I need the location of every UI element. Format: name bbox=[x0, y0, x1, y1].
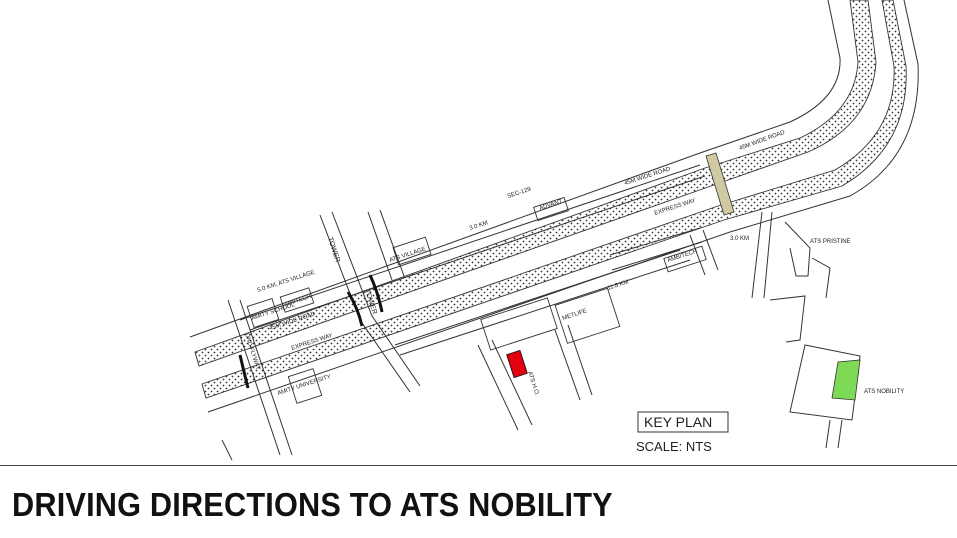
expressway-median-lower bbox=[201, 0, 907, 399]
local-roads-right bbox=[751, 211, 861, 449]
ats-ho-building bbox=[506, 349, 528, 379]
road-edges bbox=[189, 0, 919, 413]
scale-label: SCALE: NTS bbox=[636, 439, 712, 454]
page-title: DRIVING DIRECTIONS TO ATS NOBILITY bbox=[12, 486, 613, 523]
blocks bbox=[246, 196, 707, 404]
label-dist-3km-top: 3.0 KM bbox=[469, 220, 489, 232]
tower-markers bbox=[238, 274, 384, 389]
label-dist-ats-village: 5.0 KM, ATS VILLAGE bbox=[257, 270, 316, 294]
label-unitech: UNITECH bbox=[285, 294, 312, 308]
label-ats-ho: ATS H.O. bbox=[526, 371, 540, 397]
bridge bbox=[705, 152, 735, 216]
expressway-median-upper bbox=[194, 0, 877, 367]
key-plan-box bbox=[637, 411, 729, 433]
label-tower-left: TOWER bbox=[326, 236, 341, 263]
label-advant: ADVANT bbox=[539, 199, 564, 212]
key-plan-label: KEY PLAN bbox=[644, 414, 712, 430]
label-dist-3km-right: 3.0 KM bbox=[730, 236, 749, 242]
label-metlife: METLIFE bbox=[562, 308, 588, 322]
cross-roads bbox=[221, 209, 719, 461]
label-ambitech: AMBITECH bbox=[667, 249, 698, 264]
label-sec129: SEC-129 bbox=[507, 186, 533, 199]
ats-nobility-plot bbox=[831, 359, 861, 401]
label-ats-pristine: ATS PRISTINE bbox=[810, 239, 851, 245]
divider bbox=[0, 465, 957, 466]
label-dist-118: 11.8 KM bbox=[607, 279, 630, 291]
label-ats-nobility: ATS NOBILITY bbox=[864, 389, 904, 395]
